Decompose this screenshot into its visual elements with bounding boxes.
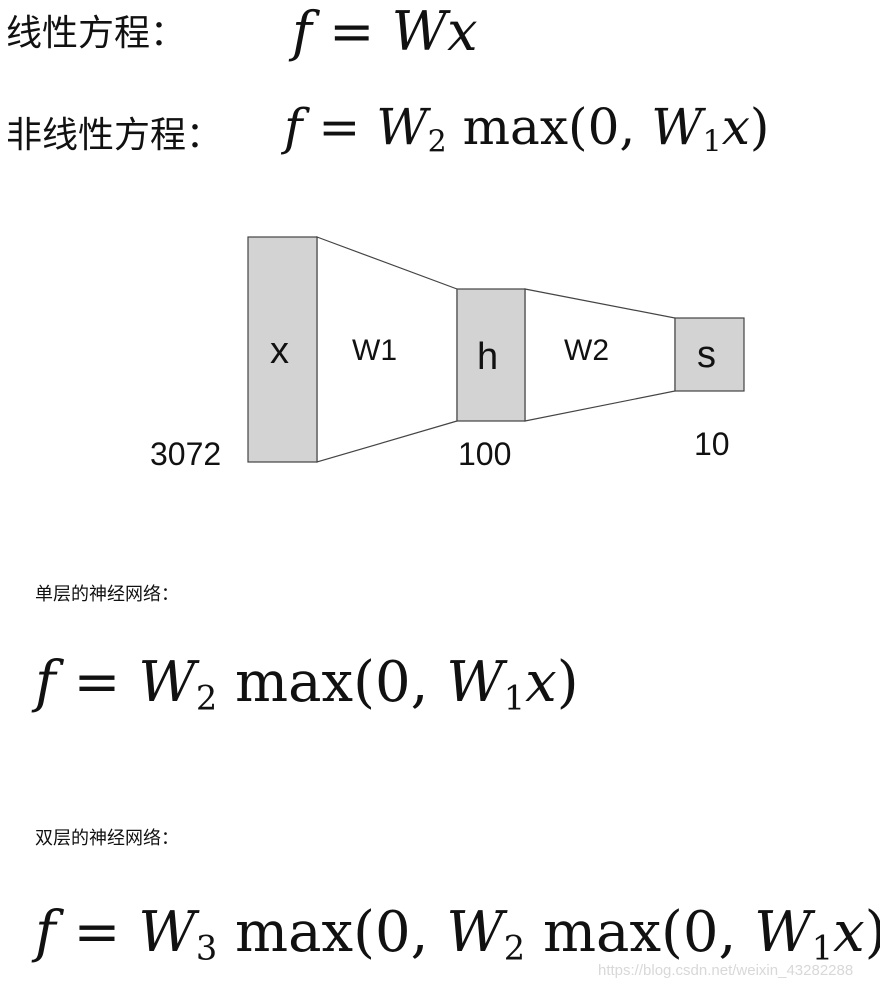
var-W2: W [446,900,504,965]
sub-1: 1 [811,928,834,968]
watermark: https://blog.csdn.net/weixin_43282288 [598,962,854,979]
var-W1: W [754,900,812,965]
var-f: f [284,98,303,156]
sub-3: 3 [195,928,218,968]
equals: = [73,900,121,965]
var-x: x [447,0,478,63]
node-h-size: 100 [458,436,512,472]
equals: = [329,0,375,63]
paren: ) [556,650,579,715]
max-fn: max(0, [235,650,429,715]
var-W3: W [138,900,196,965]
var-x: x [833,900,865,965]
var-f: f [292,0,312,63]
node-s [674,317,745,392]
var-W1: W [651,98,703,156]
var-f: f [35,650,56,715]
single-layer-formula: f = W2 max(0, W1x) [35,650,579,717]
linear-label: 线性方程： [6,13,187,54]
var-W2: W [376,98,428,156]
node-h [456,288,526,422]
node-s-size: 10 [694,426,730,462]
weight-w2-label: W2 [564,334,609,367]
paren: )) [865,900,880,965]
sub-1: 1 [503,678,526,718]
var-x: x [525,650,557,715]
var-W: W [391,0,448,63]
node-x-label: x [270,330,289,372]
var-W2: W [138,650,196,715]
var-W1: W [446,650,504,715]
equals: = [318,98,361,156]
sub-2: 2 [503,928,526,968]
linear-formula: f = Wx [292,0,478,63]
max-fn: max(0, [462,98,636,156]
max-fn: max(0, [235,900,429,965]
paren: ) [749,98,770,156]
double-layer-label: 双层的神经网络： [35,828,179,849]
node-s-label: s [697,334,716,376]
double-layer-formula: f = W3 max(0, W2 max(0, W1x)) [35,900,880,967]
var-f: f [35,900,56,965]
max-fn-inner: max(0, [542,900,737,965]
var-x: x [721,98,750,156]
single-layer-label: 单层的神经网络： [35,584,179,605]
nonlinear-formula: f = W2 max(0, W1x) [284,98,769,160]
node-h-label: h [477,336,499,378]
equals: = [73,650,121,715]
weight-w1-label: W1 [352,334,397,367]
nonlinear-label: 非线性方程： [6,115,223,156]
node-x [247,236,318,463]
sub-2: 2 [427,124,447,160]
sub-1: 1 [702,124,722,160]
sub-2: 2 [195,678,218,718]
node-x-size: 3072 [150,436,222,472]
